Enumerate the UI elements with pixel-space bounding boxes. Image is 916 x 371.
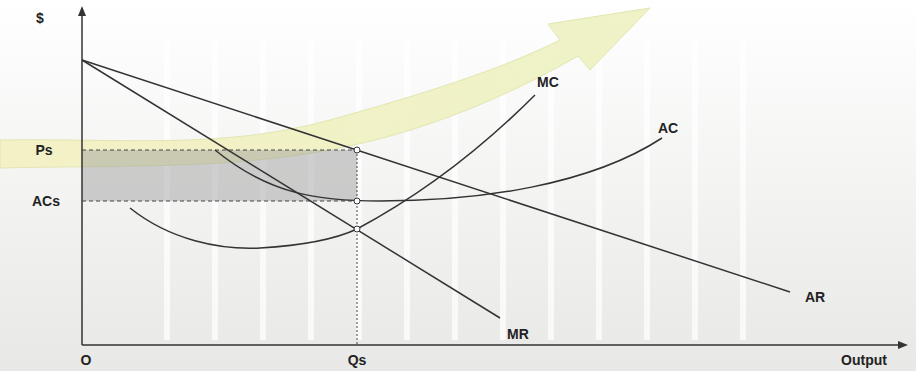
price-guide (82, 150, 357, 151)
y-axis (81, 12, 83, 345)
trend-arrow (0, 8, 650, 168)
point (354, 198, 360, 204)
point (354, 147, 360, 153)
x-axis (82, 344, 900, 346)
cost-guide (82, 201, 357, 202)
axis-or-curve-label: Output (841, 353, 887, 367)
axis-or-curve-label: MR (507, 327, 529, 341)
axis-or-curve-label: O (81, 353, 92, 367)
axis-or-curve-label: Ps (35, 143, 52, 157)
axis-or-curve-label: ACs (32, 194, 60, 208)
axis-or-curve-label: AR (805, 290, 825, 304)
ac-curve (215, 138, 662, 201)
mc-curve (130, 95, 535, 248)
mr-curve (82, 60, 500, 318)
quantity-guide (357, 150, 358, 345)
axis-head (898, 341, 908, 349)
axis-or-curve-label: AC (658, 121, 678, 135)
axis-or-curve-label: MC (537, 75, 559, 89)
axis-head (78, 6, 86, 16)
axis-or-curve-label: $ (36, 11, 44, 25)
point (354, 226, 360, 232)
axis-or-curve-label: Qs (348, 353, 367, 367)
ar-curve (82, 60, 790, 292)
profit-area (82, 150, 357, 201)
